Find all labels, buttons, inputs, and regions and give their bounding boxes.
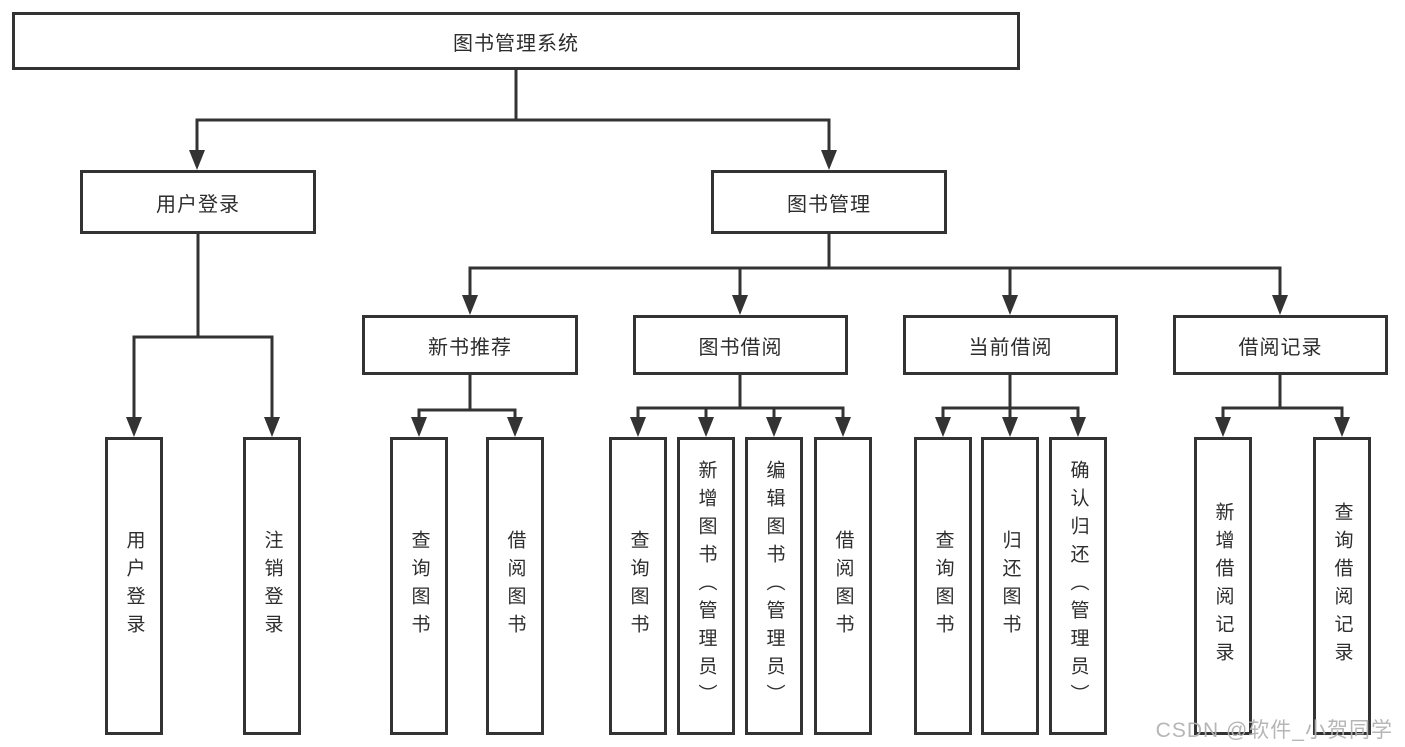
leaf-nbr-query-books-label: 查询图书 xyxy=(408,530,430,642)
leaf-bb-borrow-books: 借阅图书 xyxy=(814,437,872,735)
leaf-nbr-borrow-books: 借阅图书 xyxy=(486,437,544,735)
node-borrowing-records: 借阅记录 xyxy=(1173,315,1388,375)
leaf-bb-edit-books-admin: 编辑图书（管理员） xyxy=(745,437,803,735)
leaf-nbr-query-books: 查询图书 xyxy=(390,437,448,735)
connector-current-to-leaves xyxy=(935,375,1086,437)
node-book-borrowing: 图书借阅 xyxy=(633,315,848,375)
connector-records-to-leaves xyxy=(1215,375,1350,437)
leaf-nbr-borrow-books-label: 借阅图书 xyxy=(504,530,526,642)
connector-bookmgmt-to-level3 xyxy=(462,234,1288,315)
leaf-bb-add-books-admin-label: 新增图书（管理员） xyxy=(695,460,717,712)
csdn-watermark: CSDN @软件_小贺同学 xyxy=(1155,719,1393,742)
connector-borrow-to-leaves xyxy=(630,375,851,437)
connector-root-to-level2 xyxy=(189,70,837,170)
node-new-book-recommend: 新书推荐 xyxy=(362,315,578,375)
leaf-br-add-record: 新增借阅记录 xyxy=(1194,437,1252,735)
leaf-bb-query-books-label: 查询图书 xyxy=(627,530,649,642)
leaf-user-login-label: 用户登录 xyxy=(123,530,145,642)
leaf-cb-confirm-return-admin: 确认归还（管理员） xyxy=(1049,437,1107,735)
leaf-bb-add-books-admin: 新增图书（管理员） xyxy=(677,437,735,735)
leaf-cb-return-books-label: 归还图书 xyxy=(999,530,1021,642)
leaf-br-add-record-label: 新增借阅记录 xyxy=(1212,502,1234,670)
leaf-br-query-record: 查询借阅记录 xyxy=(1313,437,1371,735)
leaf-cb-query-books: 查询图书 xyxy=(914,437,972,735)
leaf-cb-return-books: 归还图书 xyxy=(981,437,1039,735)
node-book-management: 图书管理 xyxy=(711,170,947,234)
node-user-login: 用户登录 xyxy=(80,170,316,234)
leaf-br-query-record-label: 查询借阅记录 xyxy=(1331,502,1353,670)
leaf-logout-label: 注销登录 xyxy=(261,530,283,642)
leaf-bb-query-books: 查询图书 xyxy=(609,437,667,735)
leaf-cb-query-books-label: 查询图书 xyxy=(932,530,954,642)
connector-newbook-to-leaves xyxy=(411,375,523,437)
leaf-bb-edit-books-admin-label: 编辑图书（管理员） xyxy=(763,460,785,712)
leaf-cb-confirm-return-admin-label: 确认归还（管理员） xyxy=(1067,460,1089,712)
node-root: 图书管理系统 xyxy=(12,12,1020,70)
leaf-bb-borrow-books-label: 借阅图书 xyxy=(832,530,854,642)
connector-userlogin-to-leaves xyxy=(126,234,280,437)
leaf-user-login: 用户登录 xyxy=(105,437,163,735)
node-current-borrowing: 当前借阅 xyxy=(903,315,1118,375)
leaf-logout: 注销登录 xyxy=(243,437,301,735)
